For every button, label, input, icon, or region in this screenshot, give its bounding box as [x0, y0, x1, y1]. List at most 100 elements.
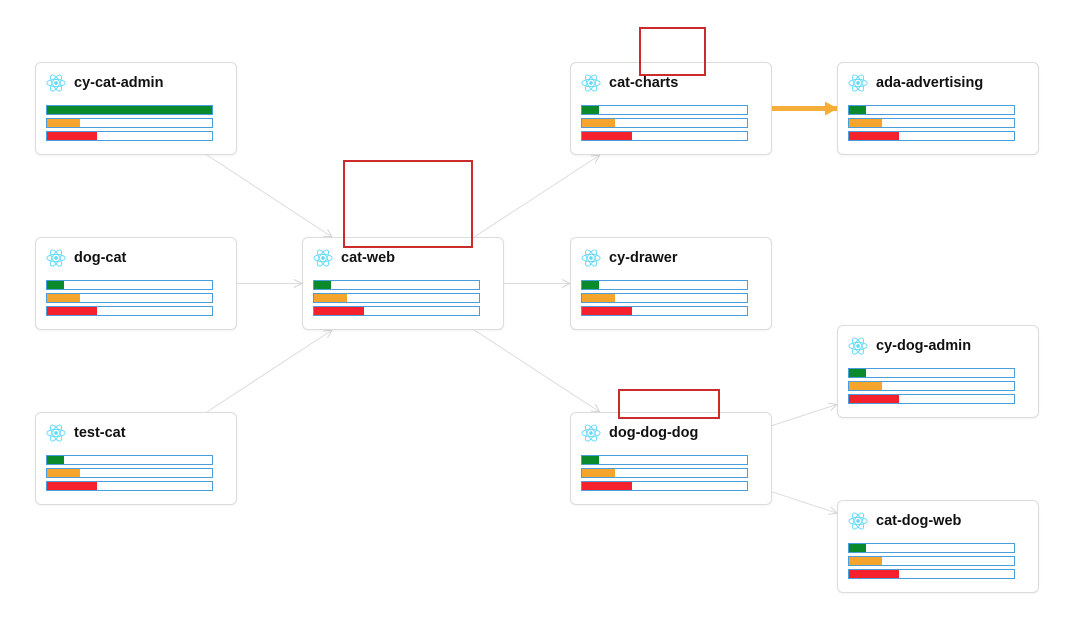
- coverage-bar-fill: [47, 469, 80, 477]
- coverage-bar-fill: [47, 119, 80, 127]
- coverage-bar: [848, 394, 1015, 404]
- react-icon: [46, 424, 66, 442]
- react-icon: [848, 512, 868, 530]
- coverage-bar-fill: [582, 307, 632, 315]
- coverage-bar: [46, 293, 213, 303]
- node-cy-drawer[interactable]: cy-drawer: [570, 237, 772, 330]
- coverage-bar: [848, 381, 1015, 391]
- edge-dog-dog-dog-to-cy-dog-admin: [771, 404, 837, 427]
- coverage-bar: [46, 280, 213, 290]
- react-icon: [581, 424, 601, 442]
- coverage-bar: [581, 306, 748, 316]
- coverage-bar: [581, 455, 748, 465]
- coverage-bar-fill: [582, 106, 599, 114]
- node-test-cat[interactable]: test-cat: [35, 412, 237, 505]
- coverage-bar-fill: [582, 119, 615, 127]
- coverage-bar: [848, 569, 1015, 579]
- coverage-bar: [46, 131, 213, 141]
- react-icon: [848, 74, 868, 92]
- node-header: dog-dog-dog: [581, 423, 698, 443]
- node-header: dog-cat: [46, 248, 126, 268]
- node-header: cy-dog-admin: [848, 336, 971, 356]
- coverage-bar-fill: [582, 281, 599, 289]
- node-title: cy-drawer: [609, 250, 678, 266]
- coverage-bars: [46, 280, 213, 319]
- coverage-bar: [46, 481, 213, 491]
- coverage-bar: [313, 280, 480, 290]
- coverage-bar-fill: [314, 294, 347, 302]
- coverage-bar: [581, 280, 748, 290]
- node-title: ada-advertising: [876, 75, 984, 91]
- react-icon: [581, 74, 601, 92]
- coverage-bar: [848, 105, 1015, 115]
- node-header: cat-charts: [581, 73, 678, 93]
- coverage-bar: [848, 118, 1015, 128]
- node-ada-advertising[interactable]: ada-advertising: [837, 62, 1039, 155]
- coverage-bars: [581, 105, 748, 144]
- node-title: cat-web: [341, 250, 395, 266]
- coverage-bars: [848, 543, 1015, 582]
- coverage-bar-fill: [47, 307, 97, 315]
- coverage-bar: [848, 131, 1015, 141]
- coverage-bar-fill: [849, 544, 866, 552]
- coverage-bar-fill: [849, 132, 899, 140]
- node-dog-cat[interactable]: dog-cat: [35, 237, 237, 330]
- coverage-bar-fill: [314, 281, 331, 289]
- coverage-bars: [848, 368, 1015, 407]
- node-title: cy-cat-admin: [74, 75, 164, 91]
- coverage-bar-fill: [849, 395, 899, 403]
- node-cat-dog-web[interactable]: cat-dog-web: [837, 500, 1039, 593]
- coverage-bar-fill: [849, 106, 866, 114]
- node-header: cat-web: [313, 248, 395, 268]
- coverage-bars: [581, 455, 748, 494]
- coverage-bar-fill: [849, 119, 882, 127]
- coverage-bars: [848, 105, 1015, 144]
- react-icon: [581, 249, 601, 267]
- edge-dog-dog-dog-to-cat-dog-web: [771, 491, 837, 513]
- node-cy-dog-admin[interactable]: cy-dog-admin: [837, 325, 1039, 418]
- coverage-bar-fill: [582, 132, 632, 140]
- coverage-bar: [46, 118, 213, 128]
- coverage-bar-fill: [47, 106, 212, 114]
- coverage-bar-fill: [47, 132, 97, 140]
- node-cy-cat-admin[interactable]: cy-cat-admin: [35, 62, 237, 155]
- coverage-bar-fill: [47, 456, 64, 464]
- coverage-bar: [848, 556, 1015, 566]
- coverage-bar-fill: [47, 281, 64, 289]
- coverage-bar: [581, 105, 748, 115]
- coverage-bar: [581, 131, 748, 141]
- coverage-bar-fill: [47, 482, 97, 490]
- coverage-bars: [46, 455, 213, 494]
- node-header: test-cat: [46, 423, 126, 443]
- node-title: dog-dog-dog: [609, 425, 699, 441]
- coverage-bar: [46, 306, 213, 316]
- coverage-bar-fill: [849, 570, 899, 578]
- coverage-bar: [581, 481, 748, 491]
- node-cat-charts[interactable]: cat-charts: [570, 62, 772, 155]
- annotation-box: [343, 160, 473, 248]
- coverage-bar: [581, 293, 748, 303]
- coverage-bars: [313, 280, 480, 319]
- coverage-bar-fill: [582, 469, 615, 477]
- node-title: dog-cat: [74, 250, 127, 266]
- coverage-bar: [581, 468, 748, 478]
- node-cat-web[interactable]: cat-web: [302, 237, 504, 330]
- node-dog-dog-dog[interactable]: dog-dog-dog: [570, 412, 772, 505]
- coverage-bar: [46, 468, 213, 478]
- coverage-bar-fill: [849, 382, 882, 390]
- coverage-bar: [46, 105, 213, 115]
- node-title: cy-dog-admin: [876, 338, 972, 354]
- coverage-bars: [581, 280, 748, 319]
- coverage-bar-fill: [849, 557, 882, 565]
- edge-cat-web-to-cat-charts: [473, 155, 600, 238]
- react-icon: [313, 249, 333, 267]
- react-icon: [46, 249, 66, 267]
- edge-cy-cat-admin-to-cat-web: [206, 154, 332, 237]
- react-icon: [848, 337, 868, 355]
- node-header: ada-advertising: [848, 73, 983, 93]
- node-title: cat-dog-web: [876, 513, 962, 529]
- coverage-bar: [46, 455, 213, 465]
- node-header: cat-dog-web: [848, 511, 961, 531]
- coverage-bar-fill: [582, 294, 615, 302]
